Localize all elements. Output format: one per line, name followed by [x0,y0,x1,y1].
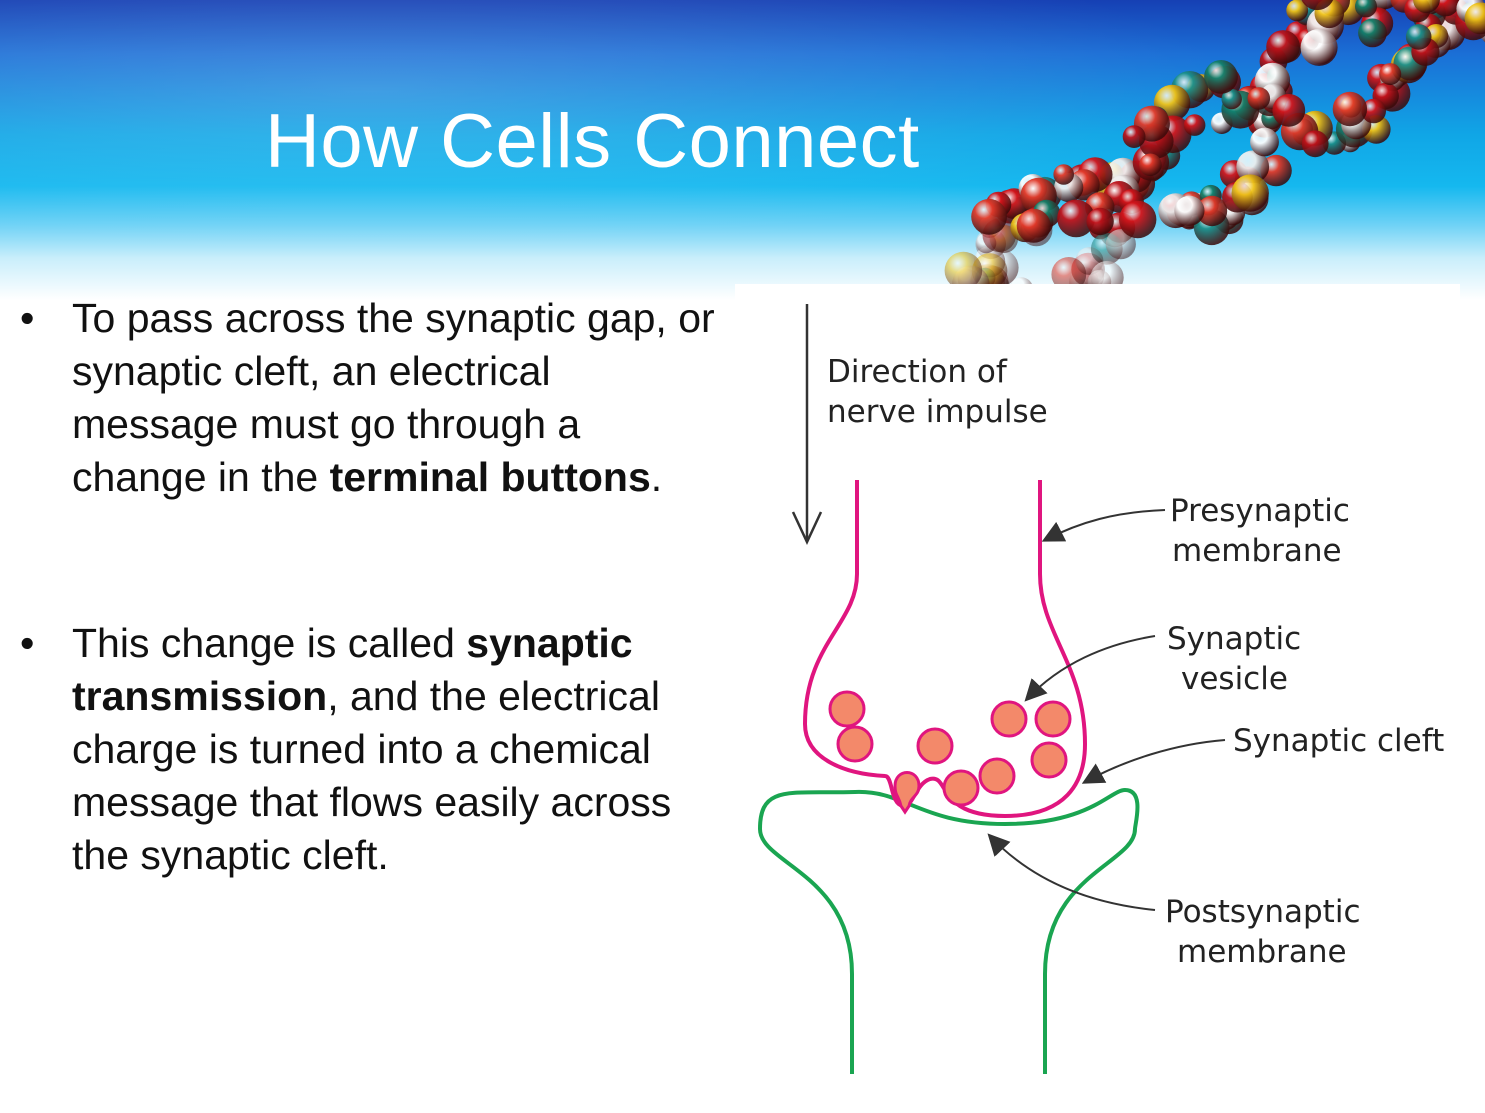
dna-atom [1183,114,1206,136]
dna-atom [1355,0,1377,18]
dna-atom [1231,174,1269,212]
synaptic-vesicle [1030,741,1068,779]
dna-atom [1196,195,1228,227]
direction-label-line-1: Direction of [827,354,1008,390]
vesicle-label-line-1: Synaptic [1167,621,1301,657]
dna-atom [1086,207,1114,236]
vesicle-leader-arrow [1024,635,1156,702]
synaptic-vesicles [828,690,1072,807]
presynaptic-membrane [802,480,1088,819]
dna-atom [1361,98,1386,124]
dna-atom [1266,30,1300,64]
dna-atom [1358,18,1387,48]
header-glow [0,0,1485,300]
bullet-text-bold: terminal buttons [329,454,651,500]
dna-atom [1057,199,1095,238]
bullet-list: • To pass across the synaptic gap, or sy… [20,292,720,882]
dna-atom [1379,63,1402,86]
slide-header: How Cells Connect [0,0,1485,300]
dna-atom [1139,153,1162,177]
synaptic-vesicle [942,769,980,807]
synaptic-vesicle [978,757,1016,795]
synaptic-vesicle [828,690,866,728]
dna-atom [1332,91,1368,127]
fusing-vesicle [893,771,921,815]
postsynaptic-label-line-1: Postsynaptic [1165,894,1361,930]
dna-atom [1119,200,1157,239]
bullet-text-bold: synaptic transmission [72,620,633,719]
presynaptic-leader-arrow [1041,509,1166,542]
presynaptic-label-line-2: membrane [1172,533,1342,569]
dna-atom [1405,24,1432,50]
synaptic-vesicle [916,727,954,765]
synaptic-vesicle [836,725,874,763]
bullet-item: • This change is called synaptic transmi… [20,617,720,882]
dna-atom [1301,130,1329,158]
dna-atom [1464,2,1485,35]
synaptic-vesicle [1034,700,1072,738]
postsynaptic-label-line-2: membrane [1177,934,1347,970]
vesicle-label-line-2: vesicle [1181,661,1288,697]
dna-atom [1053,164,1074,185]
cleft-leader-arrow [1081,739,1226,784]
dna-atom [1236,150,1270,184]
bullet-text-segment: , and the electrical charge is turned in… [72,673,672,878]
dna-atom [971,198,1007,235]
dna-atom [1247,87,1271,110]
bullet-text-segment: This change is called [72,620,467,666]
dna-helix-image [944,0,1485,300]
bullet-dot: • [20,295,35,341]
synaptic-vesicle [990,700,1028,738]
bullet-text-segment: . [650,454,663,500]
direction-arrow [791,304,823,545]
bullet-text-segment: To pass across the synaptic gap, or syna… [72,295,715,500]
dna-atom [1286,0,1309,22]
dna-atom [1413,0,1440,14]
dna-atom [1016,208,1051,243]
slide-title: How Cells Connect [265,99,920,184]
dna-atom [1122,125,1146,148]
dna-atom [1174,195,1205,226]
bullet-item: • To pass across the synaptic gap, or sy… [20,292,720,504]
dna-atom [1051,257,1087,292]
dna-atom [1301,0,1334,11]
bullet-dot: • [20,620,35,666]
dna-atom [1272,94,1306,127]
dna-atom [1300,28,1338,66]
presynaptic-label-line-1: Presynaptic [1170,493,1350,529]
cleft-label: Synaptic cleft [1233,723,1444,759]
dna-atom [944,251,983,290]
direction-label-line-2: nerve impulse [827,394,1048,430]
dna-atom [1250,127,1279,157]
synapse-diagram: Direction of nerve impulse Presynaptic m… [735,284,1460,1084]
dna-atom [1221,88,1242,110]
dna-atom [1105,229,1136,260]
postsynaptic-membrane [757,787,1140,1074]
dna-atom [1204,60,1238,94]
postsynaptic-leader-arrow [987,833,1156,911]
